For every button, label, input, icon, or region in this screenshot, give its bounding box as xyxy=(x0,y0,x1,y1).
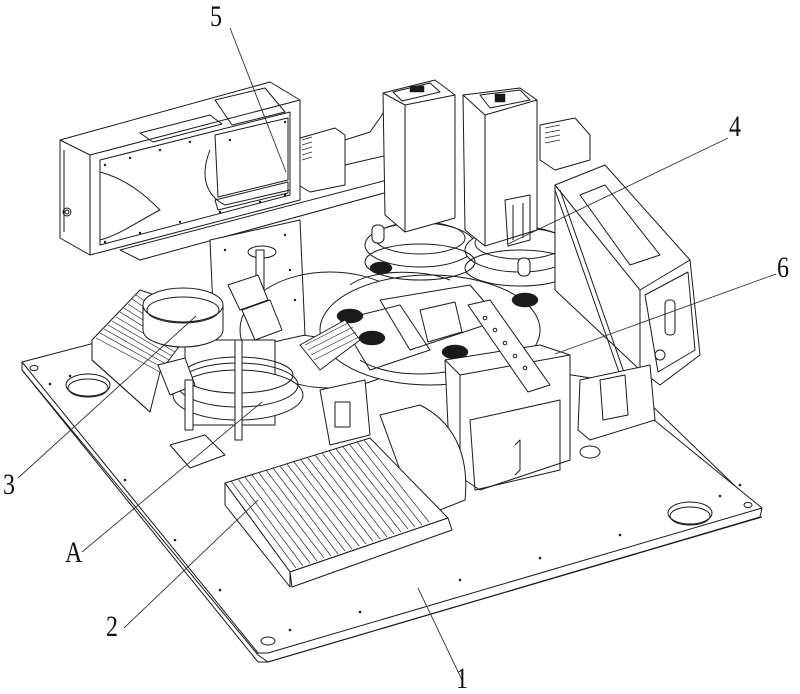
center-transfer-rail xyxy=(299,319,371,446)
label-5: 5 xyxy=(210,0,222,33)
label-1: 1 xyxy=(456,662,468,694)
leader-5 xyxy=(229,27,287,173)
leader-3 xyxy=(17,315,197,479)
leader-1 xyxy=(417,587,463,681)
front-ribbed-chute xyxy=(224,404,467,588)
leader-2 xyxy=(123,499,259,629)
front-right-station xyxy=(419,299,571,491)
leader-6 xyxy=(554,273,777,355)
processing-heads xyxy=(336,79,591,360)
right-side-housing xyxy=(554,164,701,441)
laser-housing-upper-left xyxy=(59,81,396,261)
vibratory-bowl-feeder xyxy=(142,274,304,469)
label-3: 3 xyxy=(3,468,15,501)
label-6: 6 xyxy=(777,251,789,284)
leader-lines xyxy=(17,27,777,681)
label-4: 4 xyxy=(729,110,741,143)
spiral-coil-group xyxy=(336,261,539,360)
leader-a xyxy=(81,401,263,553)
leader-4 xyxy=(507,137,729,245)
label-a: A xyxy=(65,536,83,569)
label-2: 2 xyxy=(106,610,118,643)
